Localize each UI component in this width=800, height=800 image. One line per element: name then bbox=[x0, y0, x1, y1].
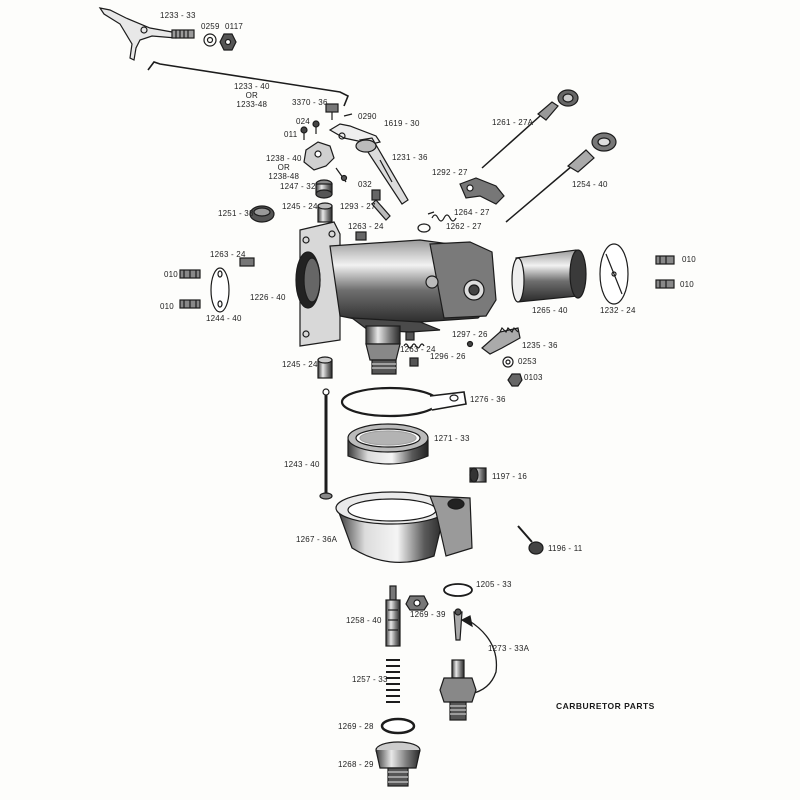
needle-seat-part bbox=[439, 659, 477, 721]
part-label-1265-40: 1265 - 40 bbox=[532, 306, 568, 315]
washer-part-lower bbox=[443, 583, 473, 597]
part-label-1197-16: 1197 - 16 bbox=[492, 472, 528, 481]
part-label-1235-36: 1235 - 36 bbox=[522, 341, 558, 350]
part-label-1232-24: 1232 - 24 bbox=[600, 306, 636, 315]
part-label-1276-36: 1276 - 36 bbox=[470, 395, 506, 404]
diagram-caption: CARBURETOR PARTS bbox=[556, 701, 655, 711]
part-label-032: 032 bbox=[358, 180, 372, 189]
part-label-1293-27: 1293 - 27 bbox=[340, 202, 376, 211]
drain-plug-part bbox=[469, 467, 487, 483]
part-label-1247-32: 1247 - 32 bbox=[280, 182, 316, 191]
throttle-lever-part bbox=[98, 7, 195, 61]
part-label-010-a: 010 bbox=[164, 270, 178, 279]
part-label-1245-24-low: 1245 - 24 bbox=[282, 360, 318, 369]
part-label-1226-40: 1226 - 40 bbox=[250, 293, 286, 302]
throttle-shaft-part bbox=[355, 137, 409, 205]
part-label-1258-40: 1258 - 40 bbox=[346, 616, 382, 625]
jet-cap-part bbox=[405, 595, 429, 611]
carburetor-body-part bbox=[295, 221, 497, 375]
part-label-1245-24-top: 1245 - 24 bbox=[282, 202, 318, 211]
part-label-0259: 0259 bbox=[201, 22, 220, 31]
part-label-024: 024 bbox=[296, 117, 310, 126]
part-label-1263-24-top: 1263 - 24 bbox=[348, 222, 384, 231]
float-part bbox=[347, 423, 429, 465]
part-label-1233-40-or-48: 1233 - 40 OR 1233-48 bbox=[234, 82, 270, 109]
part-label-1233-33: 1233 - 33 bbox=[160, 11, 196, 20]
part-label-1292-27: 1292 - 27 bbox=[432, 168, 468, 177]
part-label-1269-28: 1269 - 28 bbox=[338, 722, 374, 731]
nozzle-spring-part bbox=[386, 659, 400, 703]
small-screws-part bbox=[300, 120, 320, 140]
washer-part bbox=[203, 33, 217, 47]
float-bowl-part bbox=[335, 491, 473, 563]
part-label-1297-26: 1297 - 26 bbox=[452, 330, 488, 339]
part-label-0290: 0290 bbox=[358, 112, 377, 121]
part-label-1261-27a: 1261 - 27A bbox=[492, 118, 534, 127]
washer-part-bottom bbox=[380, 717, 416, 735]
needle-valve-part bbox=[481, 89, 579, 169]
part-label-1273-33a: 1273 - 33A bbox=[488, 644, 530, 653]
idle-needle-part bbox=[505, 132, 617, 223]
choke-tube-part bbox=[511, 249, 587, 303]
part-label-0117: 0117 bbox=[225, 22, 244, 31]
part-label-1196-11: 1196 - 11 bbox=[548, 544, 583, 553]
adjust-screw-part bbox=[371, 189, 391, 221]
choke-lever-part bbox=[459, 177, 505, 205]
part-label-1254-40: 1254 - 40 bbox=[572, 180, 608, 189]
plug-part bbox=[315, 179, 333, 199]
part-label-1263-24-left: 1263 - 24 bbox=[210, 250, 246, 259]
float-pin-part bbox=[319, 388, 333, 500]
part-label-1269-39: 1269 - 39 bbox=[410, 610, 446, 619]
part-label-1205-33: 1205 - 33 bbox=[476, 580, 512, 589]
part-label-1251-33: 1251 - 33 bbox=[218, 209, 254, 218]
part-label-1257-33: 1257 - 33 bbox=[352, 675, 388, 684]
part-label-3370-36: 3370 - 36 bbox=[292, 98, 328, 107]
part-label-010-c: 010 bbox=[682, 255, 696, 264]
fitting-part bbox=[179, 255, 675, 309]
part-label-1231-36: 1231 - 36 bbox=[392, 153, 428, 162]
part-label-1244-40: 1244 - 40 bbox=[206, 314, 242, 323]
idle-plug-part bbox=[249, 205, 275, 223]
part-label-1271-33: 1271 - 33 bbox=[434, 434, 470, 443]
gear-rack-part bbox=[481, 326, 521, 355]
part-label-010-b: 010 bbox=[160, 302, 174, 311]
gasket-part bbox=[210, 267, 230, 313]
main-nozzle-part bbox=[385, 585, 401, 647]
part-label-1268-29: 1268 - 29 bbox=[338, 760, 374, 769]
linkage-rod-part bbox=[147, 61, 350, 107]
part-label-1238-40-or-48: 1238 - 40 OR 1238-48 bbox=[266, 154, 302, 181]
clip-part bbox=[417, 223, 431, 233]
part-label-010-d: 010 bbox=[680, 280, 694, 289]
part-label-1262-27: 1262 - 27 bbox=[446, 222, 482, 231]
part-label-011: 011 bbox=[284, 130, 298, 139]
bowl-screw-part bbox=[517, 525, 544, 555]
bowl-gasket-part bbox=[340, 386, 467, 418]
linkage-arm-part bbox=[303, 141, 348, 183]
part-label-1263-24-mid: 1263 - 24 bbox=[400, 345, 436, 354]
part-label-1243-40: 1243 - 40 bbox=[284, 460, 320, 469]
part-label-1264-27: 1264 - 27 bbox=[454, 208, 490, 217]
part-label-0103: 0103 bbox=[524, 373, 543, 382]
spring-part bbox=[431, 214, 457, 222]
nozzle-plug-part bbox=[375, 741, 421, 787]
part-label-1267-36a: 1267 - 36A bbox=[296, 535, 338, 544]
part-label-0253: 0253 bbox=[518, 357, 537, 366]
part-label-1619-30: 1619 - 30 bbox=[384, 119, 420, 128]
part-label-1296-26: 1296 - 26 bbox=[430, 352, 466, 361]
